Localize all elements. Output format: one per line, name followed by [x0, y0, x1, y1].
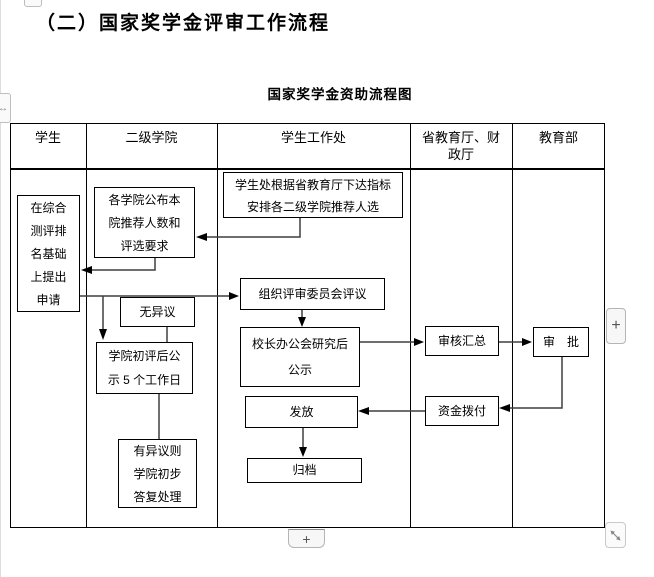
- connector-office-to-college: [206, 218, 301, 238]
- arrowhead-left: [499, 404, 510, 412]
- node-office-quota: 学生处根据省教育厅下达指标 安排各二级学院推荐人选: [223, 172, 403, 218]
- connector-college-to-apply: [90, 258, 156, 271]
- node-funds-transfer: 资金拨付: [425, 396, 499, 426]
- add-column-button[interactable]: +: [606, 308, 626, 344]
- column-divider: [409, 124, 411, 527]
- node-no-objection: 无异议: [120, 297, 195, 327]
- plus-icon: +: [302, 530, 311, 547]
- arrowhead-right: [414, 338, 424, 346]
- column-header-student: 学生: [34, 130, 61, 145]
- arrowhead-left: [358, 407, 369, 415]
- connector-approve-to-funds: [508, 357, 563, 409]
- arrowhead-down: [99, 329, 107, 340]
- arrowhead-left: [81, 266, 92, 274]
- column-header-student-office: 学生工作处: [280, 130, 346, 145]
- arrowhead-down: [298, 317, 306, 327]
- section-heading: （二）国家奖学金评审工作流程: [36, 12, 331, 34]
- arrowhead-left: [196, 233, 207, 241]
- node-audit-summary: 审核汇总: [425, 326, 499, 356]
- move-icon: ↔: [0, 102, 8, 114]
- node-committee-review: 组织评审委员会评议: [240, 278, 385, 310]
- flowchart-title: 国家奖学金资助流程图: [267, 87, 413, 102]
- plus-icon: +: [611, 317, 621, 334]
- node-president-meeting: 校长办公会研究后 公示: [240, 327, 360, 387]
- scroll-widget-partial[interactable]: [24, 0, 42, 7]
- column-header-college: 二级学院: [125, 130, 178, 145]
- node-archive: 归档: [247, 458, 362, 483]
- node-approve: 审 批: [533, 327, 589, 357]
- node-objection-handle: 有异议则学院初步答复处理: [118, 439, 197, 508]
- column-divider: [216, 124, 218, 527]
- window-edge: [0, 0, 1, 577]
- header-separator: [11, 168, 604, 170]
- node-apply: 在综合测评排名基础上提出申请: [17, 195, 80, 312]
- arrowhead-right: [522, 338, 532, 346]
- arrowhead-right: [229, 292, 239, 300]
- add-row-button[interactable]: +: [288, 529, 325, 548]
- column-header-ministry: 教育部: [538, 130, 578, 145]
- arrowhead-down: [299, 447, 307, 457]
- flowchart-table: 学生 二级学院 学生工作处 省教育厅、财政厅 教育部: [10, 123, 605, 528]
- table-resize-handle[interactable]: [605, 522, 626, 548]
- column-header-education-dept-finance: 省教育厅、财政厅: [421, 130, 500, 162]
- diagonal-resize-icon: [610, 530, 621, 540]
- node-issue: 发放: [245, 396, 358, 428]
- node-college-review: 学院初评后公示 5 个工作日: [96, 342, 193, 394]
- table-move-handle[interactable]: ↔: [0, 93, 11, 123]
- node-college-announce: 各学院公布本院推荐人数和评选要求: [94, 187, 195, 258]
- column-divider: [85, 124, 87, 527]
- column-divider: [511, 124, 513, 527]
